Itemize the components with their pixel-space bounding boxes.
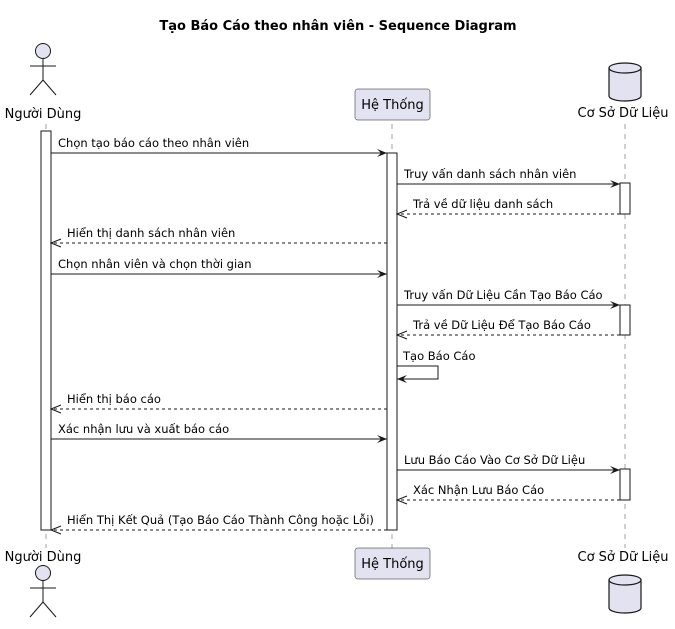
message-12: Xác Nhận Lưu Báo Cáo [395, 483, 620, 505]
participant-label: Cơ Sở Dữ Liệu [578, 106, 669, 121]
message-label: Hiển thị danh sách nhân viên [67, 226, 235, 240]
participant-label: Người Dùng [5, 107, 82, 122]
arrowhead [610, 466, 620, 474]
self-message-line [397, 365, 439, 380]
message-11: Lưu Báo Cáo Vào Cơ Sở Dữ Liệu [397, 453, 620, 474]
activation-user [40, 130, 52, 531]
participant-label: Hệ Thống [361, 98, 424, 113]
arrowhead [610, 180, 620, 188]
message-7: Trả về Dữ Liệu Để Tạo Báo Cáo [395, 318, 620, 340]
arrowhead [377, 270, 387, 278]
arrowhead [49, 404, 62, 414]
message-label: Truy vấn danh sách nhân viên [403, 167, 576, 181]
message-label: Xác Nhận Lưu Báo Cáo [413, 483, 544, 497]
arrowhead [395, 495, 408, 505]
message-10: Xác nhận lưu và xuất báo cáo [51, 422, 387, 443]
participant-db-bottom: Cơ Sở Dữ Liệu [578, 550, 669, 614]
message-label: Truy vấn Dữ Liệu Cần Tạo Báo Cáo [403, 288, 603, 302]
participant-label: Cơ Sở Dữ Liệu [578, 550, 669, 565]
activation-db-3 [619, 468, 631, 501]
message-label: Tạo Báo Cáo [402, 349, 476, 363]
message-1: Chọn tạo báo cáo theo nhân viên [51, 136, 387, 157]
message-5: Chọn nhân viên và chọn thời gian [51, 257, 387, 278]
arrowhead [377, 149, 387, 157]
actor-icon [29, 43, 57, 96]
activation-system [386, 152, 398, 531]
message-3: Trả về dữ liệu danh sách [395, 197, 620, 219]
database-icon [608, 62, 642, 102]
arrowhead [49, 525, 62, 535]
arrowhead [610, 301, 620, 309]
participant-user-top: Người Dùng [5, 43, 82, 122]
participant-box [354, 547, 431, 580]
message-9: Hiển thị báo cáo [49, 392, 387, 414]
participant-box [354, 88, 431, 121]
participant-db-top: Cơ Sở Dữ Liệu [578, 62, 669, 121]
arrowhead [395, 330, 408, 340]
message-label: Chọn nhân viên và chọn thời gian [58, 257, 252, 271]
message-label: Xác nhận lưu và xuất báo cáo [58, 422, 229, 436]
actor-icon [29, 565, 57, 618]
participant-system-bottom: Hệ Thống [354, 547, 431, 580]
message-label: Chọn tạo báo cáo theo nhân viên [58, 136, 249, 150]
message-6: Truy vấn Dữ Liệu Cần Tạo Báo Cáo [397, 288, 620, 309]
participant-label: Người Dùng [5, 550, 82, 565]
activation-db-2 [619, 304, 631, 336]
participant-user-bottom: Người Dùng [5, 550, 82, 618]
message-label: Trả về Dữ Liệu Để Tạo Báo Cáo [412, 318, 591, 332]
message-4: Hiển thị danh sách nhân viên [49, 226, 387, 248]
message-label: Lưu Báo Cáo Vào Cơ Sở Dữ Liệu [404, 453, 585, 467]
arrowhead [377, 435, 387, 443]
arrowhead [397, 375, 407, 383]
arrowhead [49, 238, 62, 248]
message-13: Hiển Thị Kết Quả (Tạo Báo Cáo Thành Công… [49, 513, 387, 535]
message-label: Hiển thị báo cáo [67, 392, 161, 406]
message-2: Truy vấn danh sách nhân viên [397, 167, 620, 188]
activation-db-1 [619, 182, 631, 215]
participant-label: Hệ Thống [361, 557, 424, 572]
message-8: Tạo Báo Cáo [397, 349, 476, 383]
message-label: Hiển Thị Kết Quả (Tạo Báo Cáo Thành Công… [67, 513, 374, 527]
diagram-title: Tạo Báo Cáo theo nhân viên - Sequence Di… [159, 19, 516, 34]
database-icon [608, 574, 642, 614]
message-label: Trả về dữ liệu danh sách [412, 197, 553, 211]
participant-system-top: Hệ Thống [354, 88, 431, 121]
arrowhead [395, 209, 408, 219]
